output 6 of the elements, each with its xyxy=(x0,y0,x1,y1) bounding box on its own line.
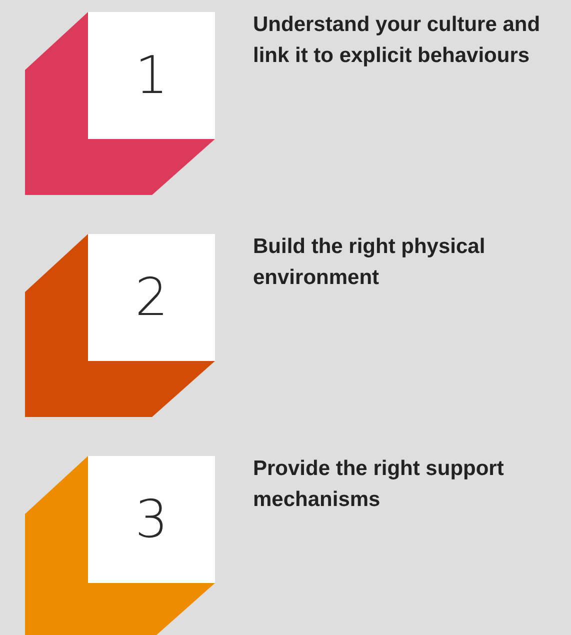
step-number: 2 xyxy=(134,272,168,324)
step-description: Provide the right support mechanisms xyxy=(253,456,505,513)
step-description: Build the right physical environment xyxy=(253,234,486,291)
step-number: 1 xyxy=(134,50,168,102)
step-description: Understand your culture and link it to explicit behaviours xyxy=(253,12,542,69)
step-number: 3 xyxy=(134,494,168,546)
